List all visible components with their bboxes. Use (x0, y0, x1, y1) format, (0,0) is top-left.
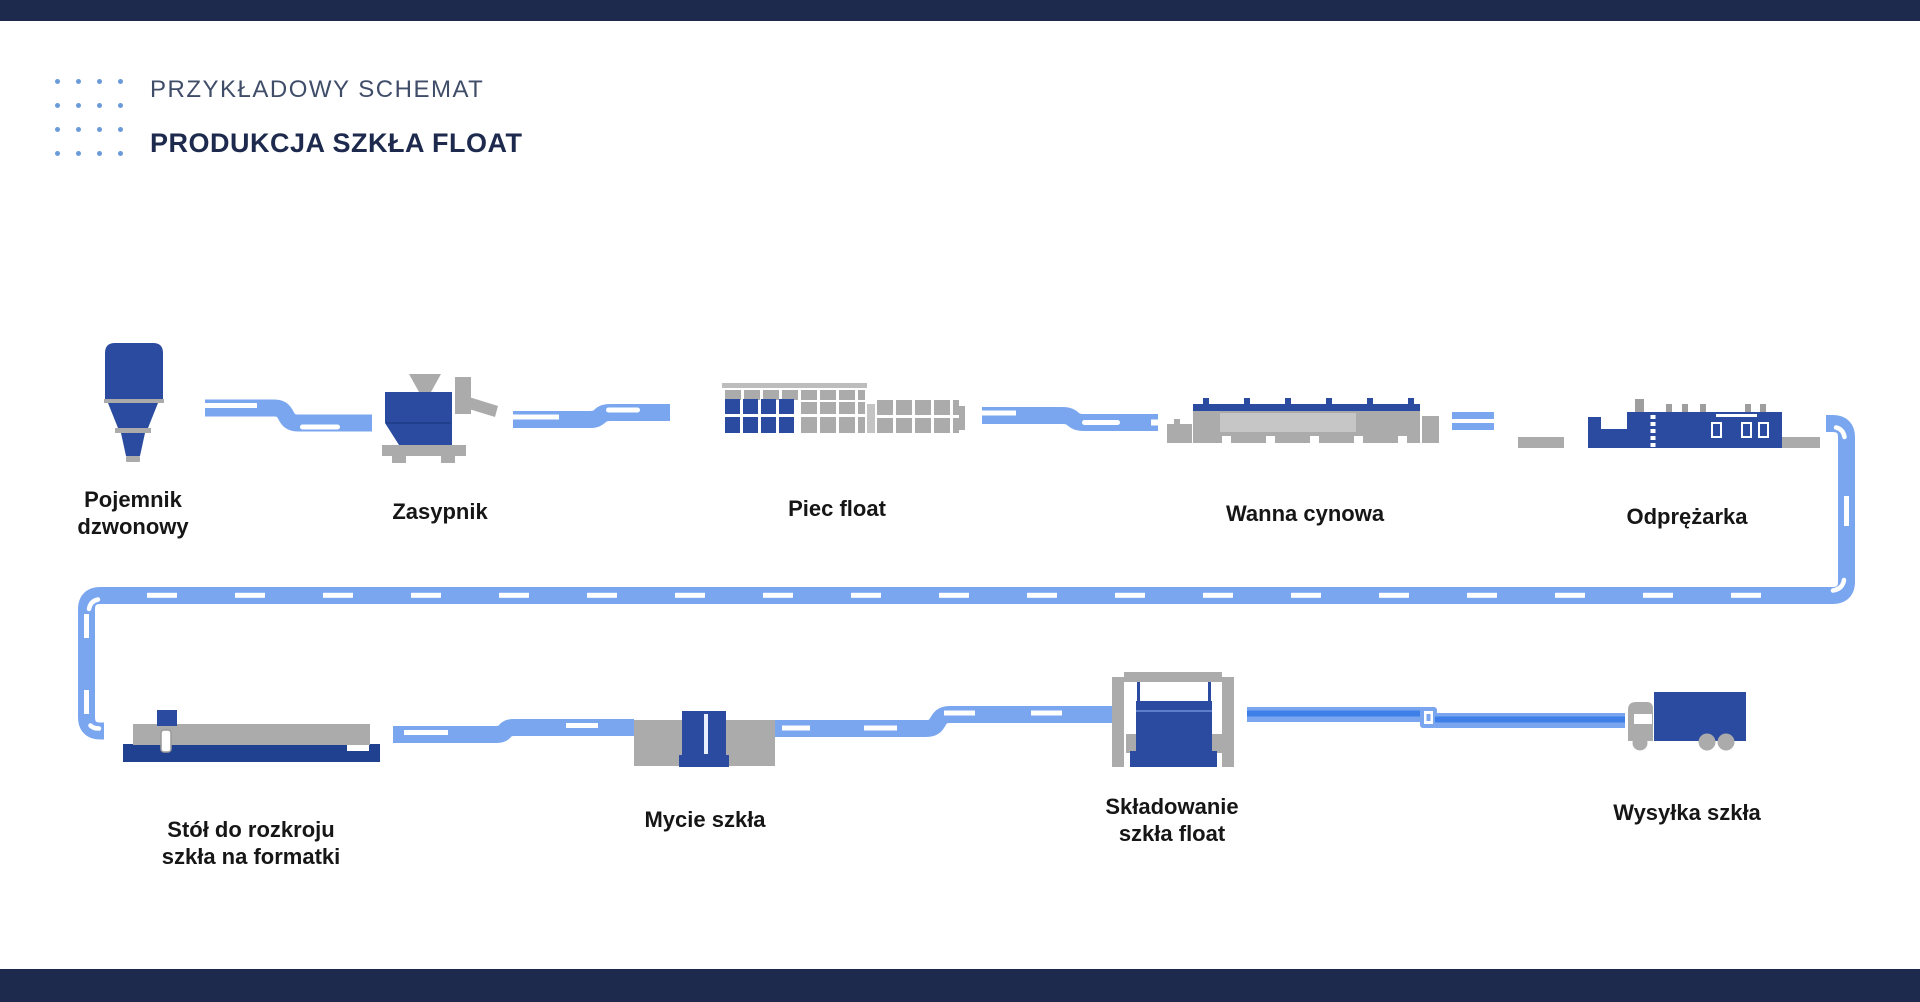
top-accent-bar (0, 0, 1920, 21)
tin-bath-icon (1167, 398, 1439, 443)
stage-label-stol-do-rozkroju: Stół do rozkroju szkła na formatki (161, 817, 341, 869)
float-furnace-icon (722, 383, 965, 433)
pipe-tinbath-to-lehr (1452, 412, 1494, 430)
annealing-lehr-icon (1518, 399, 1820, 448)
batch-hopper-icon (382, 374, 498, 463)
glass-washer-icon (634, 711, 775, 767)
return-pipe (78, 415, 1855, 740)
truck-icon (1628, 692, 1746, 751)
stage-label-wysylka-szkla: Wysyłka szkła (1613, 800, 1761, 825)
cutting-table-icon (123, 710, 380, 762)
stage-label-wanna-cynowa: Wanna cynowa (1225, 501, 1385, 526)
glass-stacker-icon (1112, 672, 1234, 767)
stage-label-skladowanie: Składowanie szkła float (1105, 794, 1239, 846)
dots-decoration (55, 79, 123, 156)
bell-container-icon (104, 343, 164, 462)
bottom-accent-bar (0, 969, 1920, 1002)
pipe-furnace-to-tinbath (982, 407, 1158, 431)
header-eyebrow: PRZYKŁADOWY SCHEMAT (150, 76, 485, 103)
pipe-hopper-to-furnace (513, 404, 670, 428)
pipe-bell-to-hopper (205, 399, 372, 432)
stage-label-pojemnik-dzwonowy: Pojemnik dzwonowy (77, 487, 189, 539)
stage-label-zasypnik: Zasypnik (392, 499, 488, 524)
page-title: PRODUKCJA SZKŁA FLOAT (150, 128, 523, 158)
pipe-washer-to-stacker (775, 706, 1112, 737)
stage-label-odprezarka: Odprężarka (1626, 504, 1748, 529)
stage-label-piec-float: Piec float (788, 496, 886, 521)
glass-ribbon-to-truck (1247, 707, 1625, 728)
pipe-table-to-washer (393, 719, 634, 743)
stage-label-mycie-szkla: Mycie szkła (644, 807, 766, 832)
